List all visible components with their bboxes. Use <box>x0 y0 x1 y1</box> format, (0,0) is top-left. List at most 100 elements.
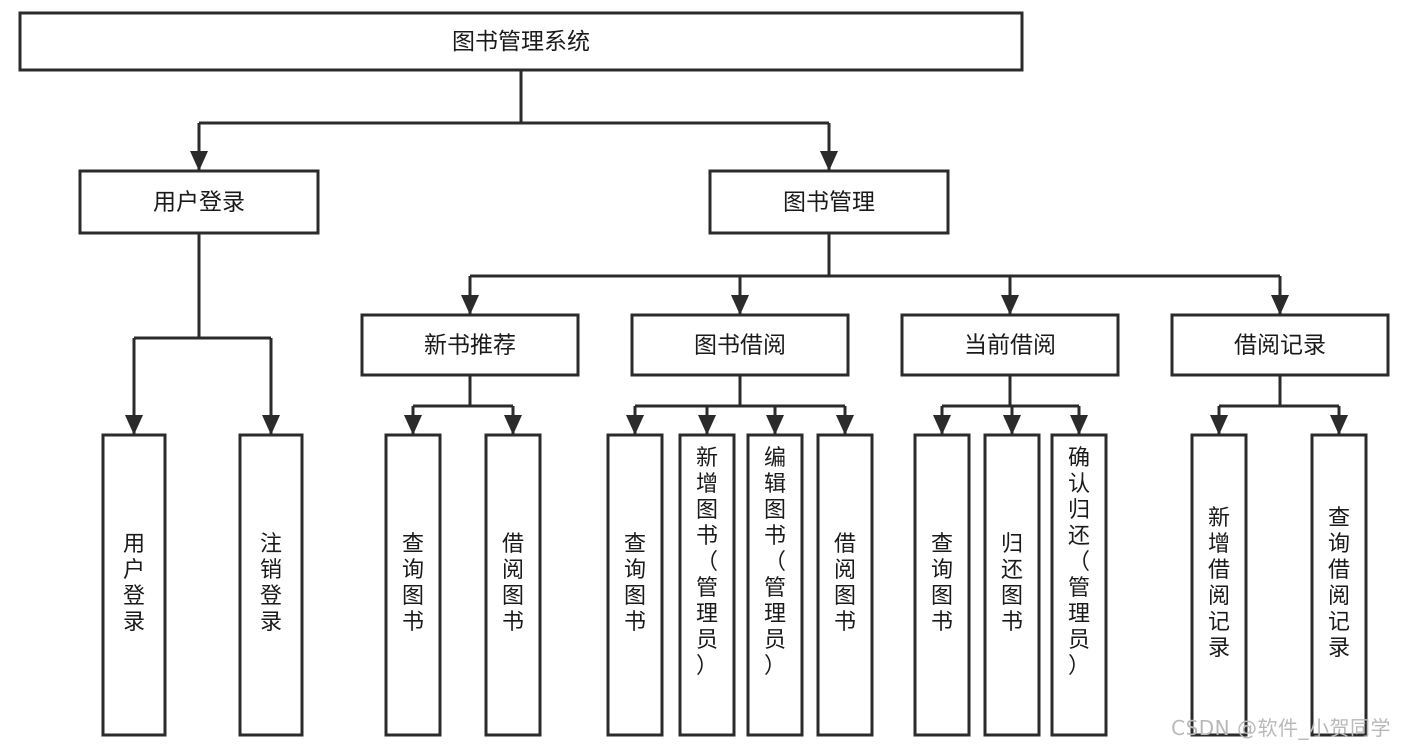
arrow-head-icon <box>504 415 522 435</box>
node-label-root: 图书管理系统 <box>452 29 590 55</box>
glyph: 查 <box>1328 506 1350 531</box>
glyph: 理 <box>764 602 786 627</box>
csdn-watermark: CSDN @软件_小贺同学 <box>1171 716 1391 740</box>
glyph: 图 <box>402 584 424 609</box>
glyph: ） <box>696 654 718 679</box>
node-box-leaf-borrow-book-1 <box>484 433 542 737</box>
glyph: 书 <box>1001 610 1023 635</box>
glyph: 登 <box>260 584 282 609</box>
glyph: 增 <box>1208 532 1230 557</box>
connector-edges-group <box>125 70 1348 435</box>
glyph: 记 <box>1328 610 1350 635</box>
arrow-head-icon <box>933 415 951 435</box>
glyph: 图 <box>696 498 718 523</box>
arrow-head-icon <box>1210 415 1228 435</box>
glyph: 图 <box>1001 584 1023 609</box>
glyph: ） <box>1068 654 1090 679</box>
glyph: 确 <box>1068 446 1090 471</box>
glyph: 阅 <box>1328 584 1350 609</box>
glyph: 管 <box>1068 576 1090 601</box>
node-box-borrow-record <box>1170 313 1390 377</box>
node-label-user-login: 用户登录 <box>153 190 245 216</box>
node-box-leaf-query-book-2 <box>606 433 664 737</box>
glyph: 销 <box>260 558 282 583</box>
node-box-new-book-rec <box>360 313 580 377</box>
node-label-current-borrow: 当前借阅 <box>964 333 1056 359</box>
glyph: 图 <box>834 584 856 609</box>
node-box-leaf-edit-book <box>746 433 804 737</box>
arrow-head-icon <box>461 295 479 315</box>
glyph: 用 <box>123 532 145 557</box>
node-box-leaf-query-record <box>1310 433 1368 737</box>
node-box-leaf-user-login <box>101 433 167 737</box>
arrow-head-icon <box>626 415 644 435</box>
node-box-leaf-confirm-return <box>1050 433 1108 737</box>
glyph: 录 <box>123 610 145 635</box>
arrow-head-icon <box>125 415 143 435</box>
glyph: 查 <box>624 532 646 557</box>
arrow-head-icon <box>404 415 422 435</box>
glyph: 借 <box>1328 558 1350 583</box>
node-box-current-borrow <box>900 313 1120 377</box>
glyph: （ <box>764 550 786 575</box>
glyph: 录 <box>1208 636 1230 661</box>
node-box-book-borrow <box>630 313 850 377</box>
glyph: 书 <box>834 610 856 635</box>
glyph: 借 <box>502 532 524 557</box>
glyph: 管 <box>696 576 718 601</box>
glyph: 书 <box>696 524 718 549</box>
glyph: 图 <box>764 498 786 523</box>
glyph: 借 <box>1208 558 1230 583</box>
arrow-head-icon <box>820 151 838 171</box>
glyph: 记 <box>1208 610 1230 635</box>
glyph: 还 <box>1001 558 1023 583</box>
arrow-head-icon <box>731 295 749 315</box>
glyph: 员 <box>696 628 718 653</box>
glyph: 书 <box>624 610 646 635</box>
node-box-leaf-borrow-book-2 <box>816 433 874 737</box>
glyph: 图 <box>502 584 524 609</box>
arrow-head-icon <box>698 415 716 435</box>
glyph: 新 <box>1208 506 1230 531</box>
nodes-group: 图书管理系统用户登录图书管理新书推荐图书借阅当前借阅借阅记录用户登录注销登录查询… <box>18 11 1390 737</box>
glyph: 阅 <box>1208 584 1230 609</box>
glyph: （ <box>696 550 718 575</box>
arrow-head-icon <box>190 151 208 171</box>
node-box-user-login <box>78 169 320 235</box>
node-box-leaf-add-book <box>678 433 736 737</box>
glyph: 归 <box>1001 532 1023 557</box>
glyph: 询 <box>402 558 424 583</box>
node-label-borrow-record: 借阅记录 <box>1234 333 1326 359</box>
node-box-leaf-add-record <box>1190 433 1248 737</box>
glyph: 录 <box>1328 636 1350 661</box>
node-box-leaf-query-book-3 <box>913 433 971 737</box>
glyph: 阅 <box>834 558 856 583</box>
arrow-head-icon <box>1001 295 1019 315</box>
glyph: 管 <box>764 576 786 601</box>
node-label-book-borrow: 图书借阅 <box>694 333 786 359</box>
node-box-root <box>18 11 1024 72</box>
glyph: 询 <box>624 558 646 583</box>
node-box-leaf-logout <box>238 433 304 737</box>
glyph: 查 <box>931 532 953 557</box>
glyph: 图 <box>931 584 953 609</box>
glyph: 注 <box>260 532 282 557</box>
glyph: 询 <box>1328 532 1350 557</box>
node-box-leaf-query-book-1 <box>384 433 442 737</box>
glyph: 图 <box>624 584 646 609</box>
glyph: 户 <box>123 558 145 583</box>
node-label-book-manage: 图书管理 <box>783 190 875 216</box>
glyph: 增 <box>696 472 718 497</box>
glyph: 阅 <box>502 558 524 583</box>
